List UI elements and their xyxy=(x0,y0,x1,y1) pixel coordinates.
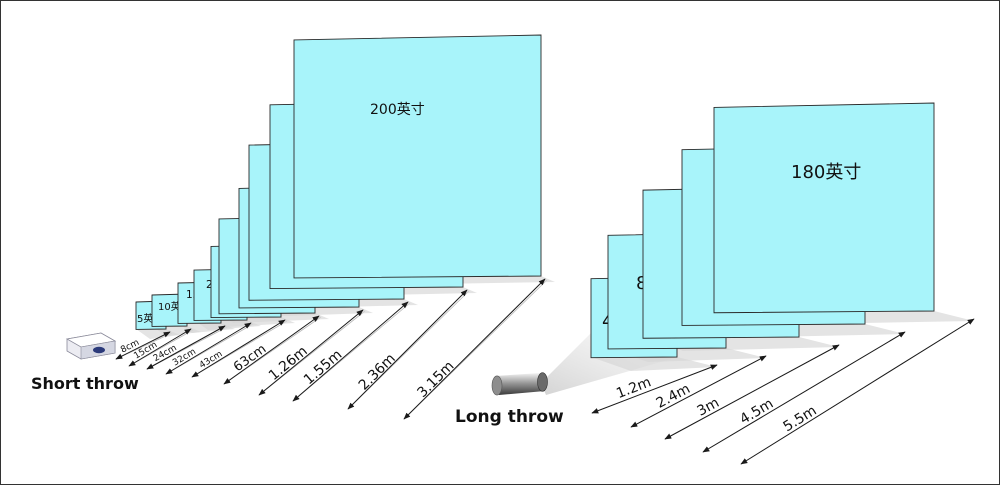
projection-screen xyxy=(293,34,542,279)
long-throw-title: Long throw xyxy=(455,407,564,427)
short-throw-title: Short throw xyxy=(31,374,139,393)
distance-label: 4.5m xyxy=(737,396,776,428)
screen-size-label: 200英寸 xyxy=(370,101,425,118)
distance-arrow xyxy=(740,318,975,465)
distance-label: 1.2m xyxy=(614,374,653,402)
projection-screen xyxy=(713,102,935,314)
long-throw-screens: 40英寸80英寸100英寸150英寸180英寸 xyxy=(590,102,935,359)
distance-arrow xyxy=(403,278,546,420)
short-throw-projector-icon xyxy=(65,332,117,360)
distance-label: 63cm xyxy=(231,342,269,375)
distance-label: 2.36m xyxy=(356,351,399,394)
distance-label: 5.5m xyxy=(781,403,820,436)
screen-size-label: 180英寸 xyxy=(791,162,861,183)
short-throw-screens: 5英寸10英寸15英寸20英寸27英寸40英寸80英寸100英寸150英寸200… xyxy=(135,34,542,330)
short-throw-group: 5英寸10英寸15英寸20英寸27英寸40英寸80英寸100英寸150英寸200… xyxy=(31,34,555,420)
distance-label: 3.15m xyxy=(414,358,457,401)
long-throw-projector-icon xyxy=(491,372,548,396)
distance-label: 2.4m xyxy=(654,381,693,412)
distance-label: 3m xyxy=(695,395,722,420)
